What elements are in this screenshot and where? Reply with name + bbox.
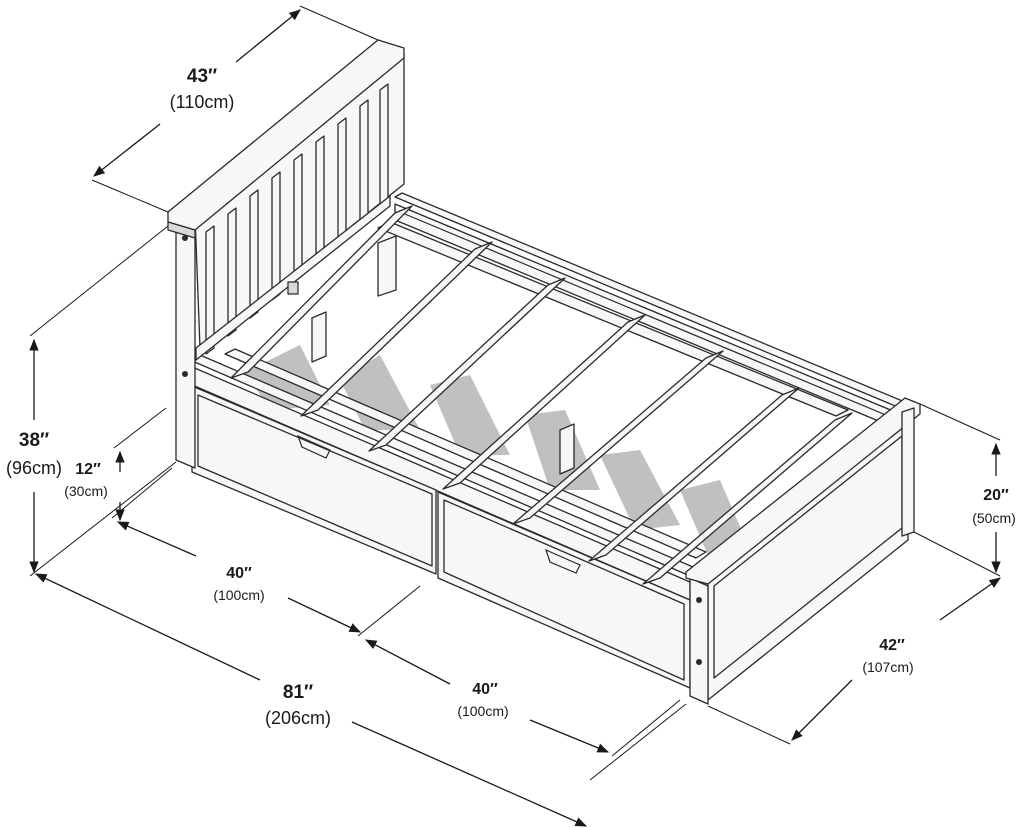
drawer-left <box>191 385 437 575</box>
headboard <box>167 39 405 469</box>
dim-label-drawer-right: 40″ (100cm) <box>457 681 508 719</box>
dim-label-rail-height: 12″ (30cm) <box>64 461 108 499</box>
drawer-right-cm: (100cm) <box>457 703 508 719</box>
rail-height-inches: 12″ <box>75 461 101 478</box>
drawer-left-cm: (100cm) <box>213 587 264 603</box>
headboard-spindles <box>205 83 389 355</box>
dim-label-footboard-height: 20″ (50cm) <box>972 487 1016 526</box>
dim-label-drawer-left: 40″ (100cm) <box>213 565 264 603</box>
total-height-cm: (96cm) <box>6 458 62 478</box>
dim-label-total-length: 81″ (206cm) <box>265 682 331 728</box>
dim-label-total-height: 38″ (96cm) <box>6 430 62 478</box>
rail-height-cm: (30cm) <box>64 483 108 499</box>
footboard-height-inches: 20″ <box>983 487 1009 504</box>
total-length-cm: (206cm) <box>265 708 331 728</box>
footboard-height-cm: (50cm) <box>972 510 1016 526</box>
slats <box>230 205 853 585</box>
far-side-rail <box>394 192 913 433</box>
center-support <box>311 235 575 475</box>
total-height-inches: 38″ <box>19 430 49 451</box>
footboard <box>685 397 921 705</box>
footboard-width-cm: (107cm) <box>862 659 913 675</box>
headboard-width-cm: (110cm) <box>170 92 235 112</box>
dim-label-headboard-width: 43″ (110cm) <box>170 66 235 112</box>
bed-illustration <box>167 39 921 705</box>
drawer-left-inches: 40″ <box>226 565 252 582</box>
drawer-right-inches: 40″ <box>472 681 498 698</box>
total-length-inches: 81″ <box>283 682 313 703</box>
headboard-width-inches: 43″ <box>187 66 217 87</box>
footboard-width-inches: 42″ <box>879 637 905 654</box>
dim-label-footboard-width: 42″ (107cm) <box>862 637 913 675</box>
dimension-lines <box>29 5 1001 827</box>
